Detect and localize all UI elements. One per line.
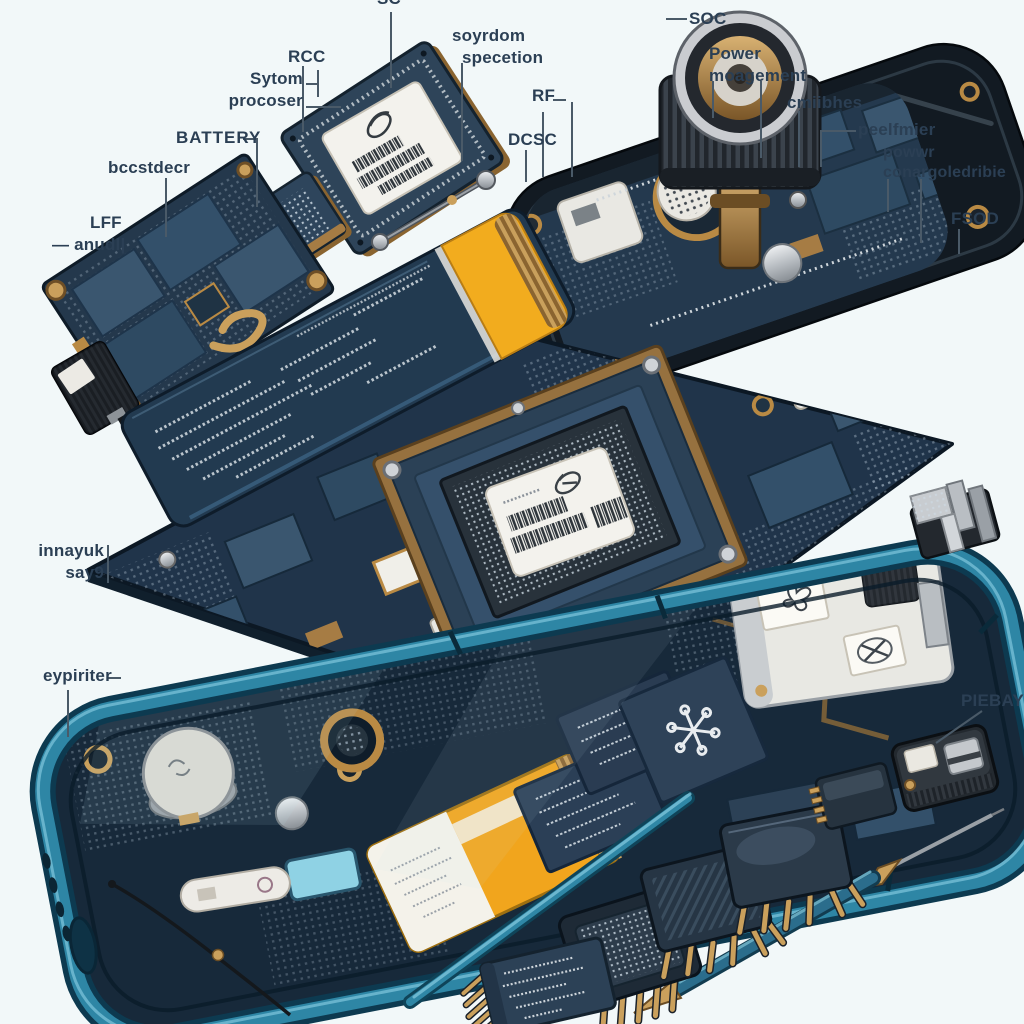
label-soc: SOC bbox=[689, 9, 727, 28]
screw-eyelet bbox=[965, 204, 990, 229]
snowflake-logo bbox=[666, 704, 721, 756]
probe-tool bbox=[371, 170, 496, 251]
side-buttons bbox=[42, 853, 71, 942]
charging-port bbox=[68, 916, 98, 975]
rear-white-module bbox=[556, 181, 644, 264]
rear-capacitor bbox=[762, 243, 803, 284]
usb-bar bbox=[179, 866, 291, 913]
gold-clip bbox=[209, 309, 267, 353]
label-bcstdeer: bccstdecr bbox=[108, 158, 191, 177]
antenna-wire bbox=[108, 880, 292, 1017]
leader-lines bbox=[67, 12, 983, 744]
black-connector bbox=[50, 341, 141, 435]
piebay-module bbox=[890, 724, 1000, 812]
label-rcc: RCC bbox=[288, 47, 326, 66]
label-fsod: FSOD bbox=[951, 209, 1000, 228]
vibration-motor bbox=[141, 726, 238, 826]
logo-scribble bbox=[366, 111, 392, 139]
label-eypiriter: eypiriter bbox=[43, 666, 112, 685]
label-piebay: PIEBAY bbox=[961, 691, 1024, 710]
left-pcb-module bbox=[41, 153, 335, 423]
soc-package bbox=[280, 41, 510, 257]
gold-edge-chip bbox=[808, 762, 898, 830]
module-sticker-x bbox=[842, 624, 907, 677]
label-rf: RF bbox=[532, 86, 556, 105]
metal-connector-block bbox=[909, 479, 1001, 560]
flat-chip bbox=[459, 936, 617, 1024]
ic-glossy bbox=[718, 803, 867, 937]
battery-slab bbox=[120, 208, 576, 528]
label-dcsc: DCSC bbox=[508, 130, 557, 149]
label-peelfmier: peelfmier bbox=[858, 120, 936, 139]
label-lff-anudl: LFF— anudl| bbox=[52, 213, 126, 254]
shell-speaker-ring bbox=[320, 708, 385, 773]
snowflake-chip bbox=[618, 656, 769, 804]
label-sc: SC bbox=[377, 0, 401, 10]
label-cmiibhes: cmiibhes bbox=[787, 93, 863, 112]
battery-yellow-cap bbox=[440, 212, 568, 361]
label-battery: BATTERY bbox=[176, 128, 262, 147]
central-soc bbox=[372, 344, 748, 680]
central-soc-sticker bbox=[485, 447, 635, 577]
rear-shell bbox=[29, 537, 1024, 1024]
soc-sticker bbox=[321, 81, 463, 215]
